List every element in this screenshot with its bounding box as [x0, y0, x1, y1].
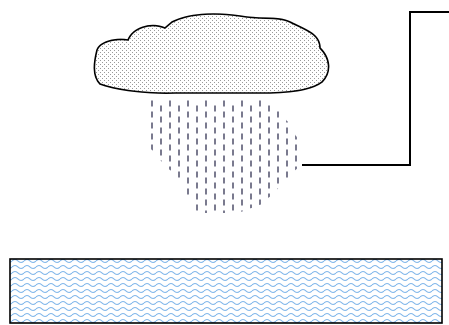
rain [152, 100, 296, 214]
leader-line [302, 12, 449, 165]
cloud [94, 14, 328, 93]
water-body [10, 259, 442, 323]
